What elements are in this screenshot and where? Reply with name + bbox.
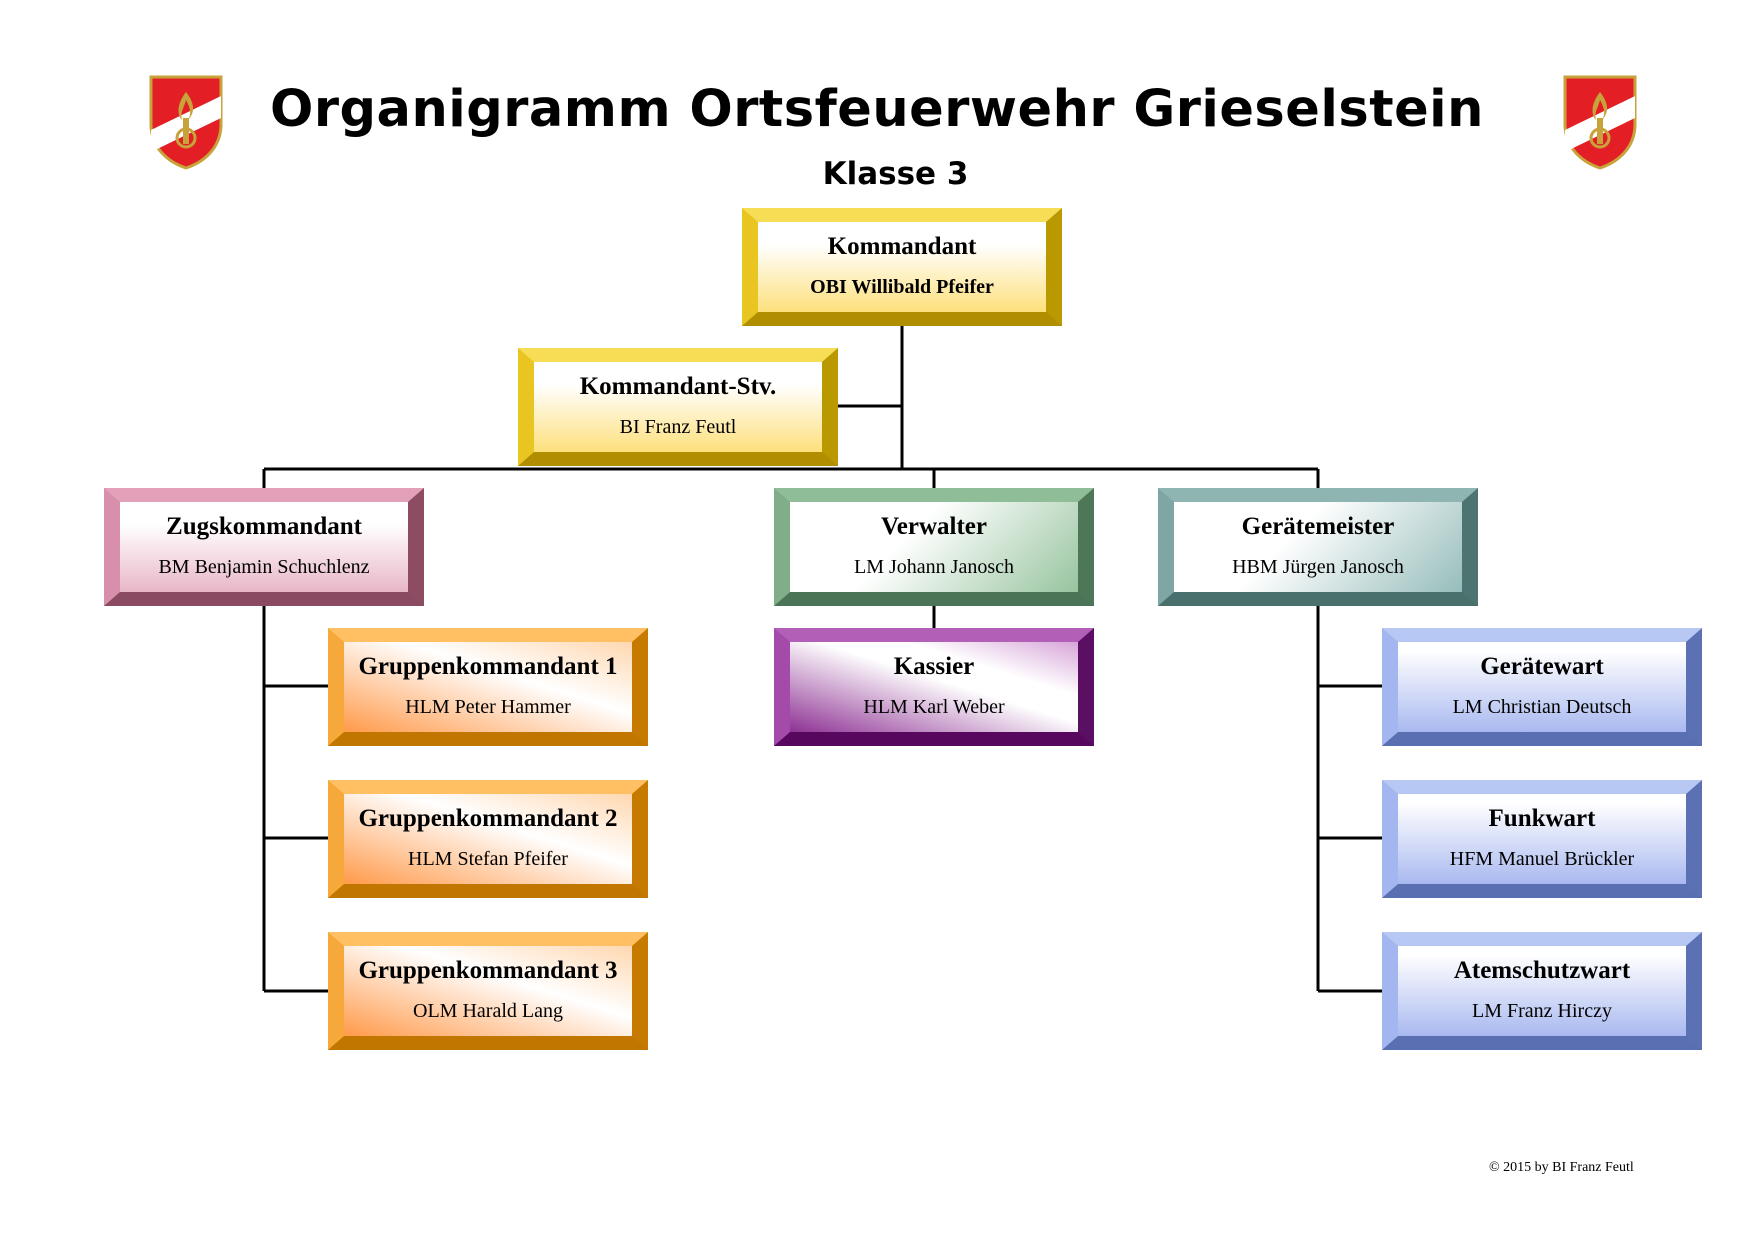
node-person: LM Johann Janosch: [854, 555, 1014, 578]
node-geraetewart: Gerätewart LM Christian Deutsch: [1382, 628, 1702, 746]
node-role: Gruppenkommandant 2: [358, 805, 618, 833]
copyright-notice: © 2015 by BI Franz Feutl: [1489, 1160, 1634, 1175]
node-person: BI Franz Feutl: [619, 415, 737, 438]
node-person: OLM Harald Lang: [413, 999, 563, 1022]
node-role: Verwalter: [881, 513, 987, 541]
node-person: HLM Stefan Pfeifer: [408, 847, 568, 870]
node-role: Kassier: [893, 653, 975, 681]
node-zugskommandant: Zugskommandant BM Benjamin Schuchlenz: [104, 488, 424, 606]
node-role: Kommandant-Stv.: [579, 373, 777, 401]
feuerwehr-emblem-icon-right: [1563, 75, 1637, 170]
node-person: LM Christian Deutsch: [1452, 695, 1632, 718]
node-role: Zugskommandant: [166, 513, 362, 541]
node-person: HBM Jürgen Janosch: [1232, 555, 1404, 578]
node-role: Atemschutzwart: [1453, 957, 1631, 985]
page-subtitle: Klasse 3: [822, 156, 969, 192]
node-role: Gruppenkommandant 1: [358, 653, 618, 681]
node-person: HLM Karl Weber: [863, 695, 1005, 718]
node-role: Gerätemeister: [1241, 513, 1395, 541]
node-gruppenkommandant-3: Gruppenkommandant 3 OLM Harald Lang: [328, 932, 648, 1050]
node-gruppenkommandant-1: Gruppenkommandant 1 HLM Peter Hammer: [328, 628, 648, 746]
node-kommandant-stv: Kommandant-Stv. BI Franz Feutl: [518, 348, 838, 466]
node-person: HLM Peter Hammer: [405, 695, 571, 718]
node-gruppenkommandant-2: Gruppenkommandant 2 HLM Stefan Pfeifer: [328, 780, 648, 898]
node-person: OBI Willibald Pfeifer: [810, 275, 994, 298]
page-title: Organigramm Ortsfeuerwehr Grieselstein: [270, 80, 1484, 139]
node-role: Gerätewart: [1480, 653, 1604, 681]
node-role: Kommandant: [827, 233, 977, 261]
node-person: BM Benjamin Schuchlenz: [158, 555, 370, 578]
node-atemschutzwart: Atemschutzwart LM Franz Hirczy: [1382, 932, 1702, 1050]
node-person: HFM Manuel Brückler: [1449, 847, 1635, 870]
node-role: Gruppenkommandant 3: [358, 957, 618, 985]
node-person: LM Franz Hirczy: [1472, 999, 1612, 1022]
node-verwalter: Verwalter LM Johann Janosch: [774, 488, 1094, 606]
node-role: Funkwart: [1488, 805, 1596, 833]
feuerwehr-emblem-icon-left: [149, 75, 223, 170]
